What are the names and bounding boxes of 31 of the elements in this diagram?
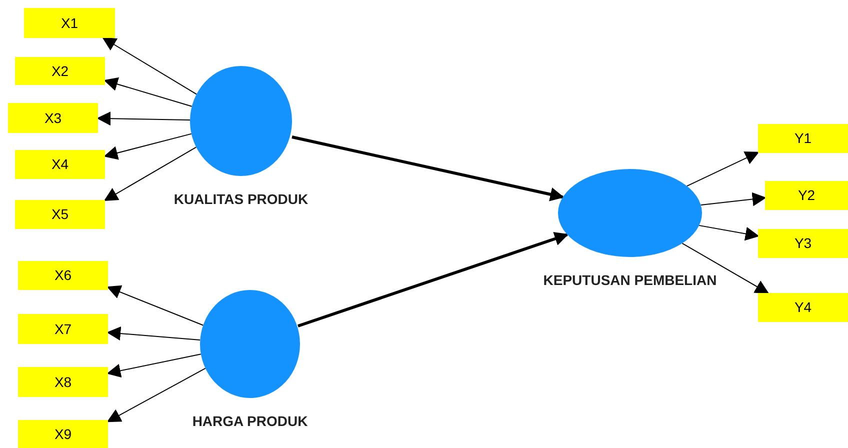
arrow (106, 326, 201, 340)
arrow (292, 136, 564, 202)
indicator-box: Y1 (758, 124, 848, 153)
construct-label: KEPUTUSAN PEMBELIAN (543, 273, 717, 287)
indicator-box: Y3 (758, 229, 848, 258)
arrow (298, 232, 569, 328)
arrow (682, 242, 770, 294)
construct-label: KUALITAS PRODUK (174, 192, 308, 206)
arrow (104, 133, 192, 160)
arrow (106, 354, 202, 378)
indicator-box: X2 (15, 57, 105, 85)
indicator-box: X7 (18, 314, 108, 344)
indicator-box: X4 (15, 150, 105, 179)
indicator-box: X9 (18, 420, 108, 448)
indicator-box: X6 (18, 261, 108, 290)
arrow (698, 224, 760, 241)
arrow (106, 285, 204, 326)
indicator-box: Y4 (758, 293, 848, 322)
indicator-box: X3 (8, 103, 98, 133)
indicator-box: X8 (18, 367, 108, 397)
indicator-box: Y2 (765, 181, 848, 210)
indicator-box: X1 (24, 8, 115, 38)
arrow (104, 77, 192, 107)
indicator-box: X5 (15, 200, 105, 229)
arrow (96, 112, 190, 126)
arrow (104, 146, 197, 202)
arrow (102, 37, 197, 95)
arrow (106, 368, 206, 422)
arrow (686, 151, 760, 187)
arrow (700, 192, 766, 206)
construct-label: HARGA PRODUK (192, 414, 308, 428)
